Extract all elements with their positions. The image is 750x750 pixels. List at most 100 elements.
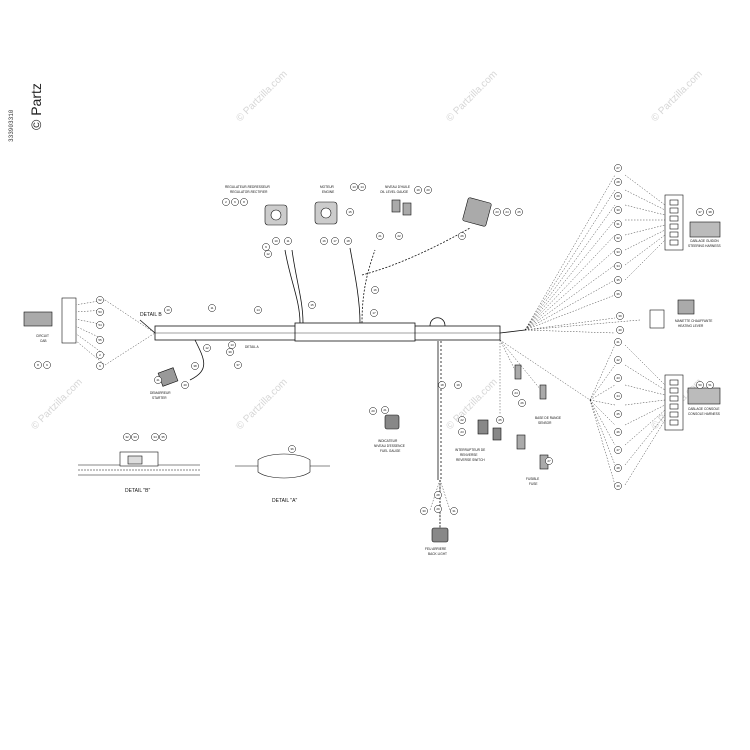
callout-circle — [308, 301, 316, 309]
callout-circle — [96, 321, 104, 329]
callout-number: 38 — [193, 364, 197, 368]
callout-circle — [208, 304, 216, 312]
callout-number: 8 — [37, 363, 39, 367]
callout-circle — [358, 183, 366, 191]
reverse-label-3: REVERSE SWITCH — [456, 458, 485, 462]
callout-circle — [496, 416, 504, 424]
callout-number: 45 — [616, 412, 620, 416]
watermark: © Partzilla.com — [649, 69, 704, 124]
steering-label-1: CABLAGE GUIDON — [690, 239, 719, 243]
main-harness — [139, 227, 526, 530]
callout-number: 19 — [416, 188, 420, 192]
callout-number: 42 — [616, 358, 620, 362]
callout-number: 17 — [333, 239, 337, 243]
diagram-labels: REGULATEUR-REDRESSEUR REGULATOR-RECTIFIE… — [36, 185, 721, 556]
callout-number: 23 — [495, 210, 499, 214]
callout-circle — [284, 237, 292, 245]
callout-circle — [424, 186, 432, 194]
starter-label-fr: DEMARREUR — [150, 391, 171, 395]
callout-circle — [344, 237, 352, 245]
indicator-label-2: NIVEAU D'ESSENCE — [374, 444, 405, 448]
connector-steering — [664, 194, 721, 251]
callout-circle — [264, 250, 272, 258]
callout-number: 48 — [616, 466, 620, 470]
callout-number: 30 — [616, 208, 620, 212]
steering-label-2: STEERING HARNESS — [688, 244, 721, 248]
callout-circle — [614, 262, 622, 270]
callout-number: 34 — [616, 264, 620, 268]
connector-heating-lever — [649, 299, 695, 329]
fuse-label-fr: FUSIBLE — [526, 477, 539, 481]
callout-number: 28 — [616, 180, 620, 184]
callout-circle — [159, 433, 167, 441]
callout-circle — [512, 389, 520, 397]
oil-label-fr: NIVEAU D'HUILE — [385, 185, 410, 189]
callout-number: 2 — [99, 353, 101, 357]
callout-number: 37 — [698, 210, 702, 214]
oil-gauge-component — [391, 199, 412, 216]
callout-circle — [420, 507, 428, 515]
callout-circle — [614, 464, 622, 472]
callout-number: 9 — [265, 245, 267, 249]
callout-number: 49 — [616, 484, 620, 488]
callout-circle — [320, 237, 328, 245]
callout-number: 20 — [371, 409, 375, 413]
detail-a-title: DETAIL "A" — [272, 498, 297, 504]
callout-circle — [288, 445, 296, 453]
console-label-2: CONSOLE HARNESS — [688, 412, 720, 416]
console-label-1: CABLAGE CONSOLE — [688, 407, 720, 411]
callout-circle — [616, 312, 624, 320]
callout-circle — [151, 433, 159, 441]
fuse-component — [514, 364, 549, 470]
callout-circle — [331, 237, 339, 245]
callout-number: 52 — [98, 298, 102, 302]
callout-number: 12 — [266, 252, 270, 256]
callout-circle — [614, 482, 622, 490]
callout-circle — [614, 164, 622, 172]
callout-number: 17 — [372, 311, 376, 315]
callout-circle — [614, 248, 622, 256]
callout-circle — [614, 338, 622, 346]
callout-number: 44 — [616, 394, 620, 398]
callout-circle — [370, 309, 378, 317]
callout-number: 18 — [440, 383, 444, 387]
callout-circle — [96, 362, 104, 370]
callout-circle — [450, 507, 458, 515]
callout-circle — [376, 232, 384, 240]
callout-circle — [434, 491, 442, 499]
callout-circle — [614, 178, 622, 186]
callout-number: 39 — [228, 350, 232, 354]
callout-circle — [369, 407, 377, 415]
detail-a-callout: DETAIL A — [245, 345, 260, 349]
callout-number: 31 — [452, 509, 456, 513]
callout-number: 43 — [616, 376, 620, 380]
callout-circle — [350, 183, 358, 191]
callout-circle — [696, 208, 704, 216]
connector-circuit-cab — [23, 297, 77, 344]
watermark: © Partzilla.com — [234, 377, 289, 432]
callout-circle — [43, 361, 51, 369]
callout-number: 12 — [205, 346, 209, 350]
callout-circle — [614, 392, 622, 400]
backlight-label-en: BACK LIGHT — [428, 552, 447, 556]
callout-number: 8 — [243, 200, 245, 204]
detail-b-callout: DETAIL B — [140, 312, 162, 318]
heating-label-1: MANETTE CHAUFFANTE — [675, 319, 712, 323]
callout-number: 28 — [436, 493, 440, 497]
callout-number: 22 — [397, 234, 401, 238]
detail-a — [235, 453, 330, 479]
back-light-component — [431, 527, 449, 543]
callout-number: 24 — [505, 210, 509, 214]
callout-number: 24 — [514, 391, 518, 395]
callout-number: 25 — [517, 210, 521, 214]
callout-circle — [458, 416, 466, 424]
callout-circle — [438, 381, 446, 389]
callout-number: 50 — [698, 383, 702, 387]
engine-label-fr: MOTEUR — [320, 185, 335, 189]
callout-circle — [228, 341, 236, 349]
callout-circle — [614, 220, 622, 228]
fuse-label-en: FUSE — [529, 482, 538, 486]
callout-circle — [614, 276, 622, 284]
callout-circle — [414, 186, 422, 194]
callout-number: 6 — [99, 364, 101, 368]
